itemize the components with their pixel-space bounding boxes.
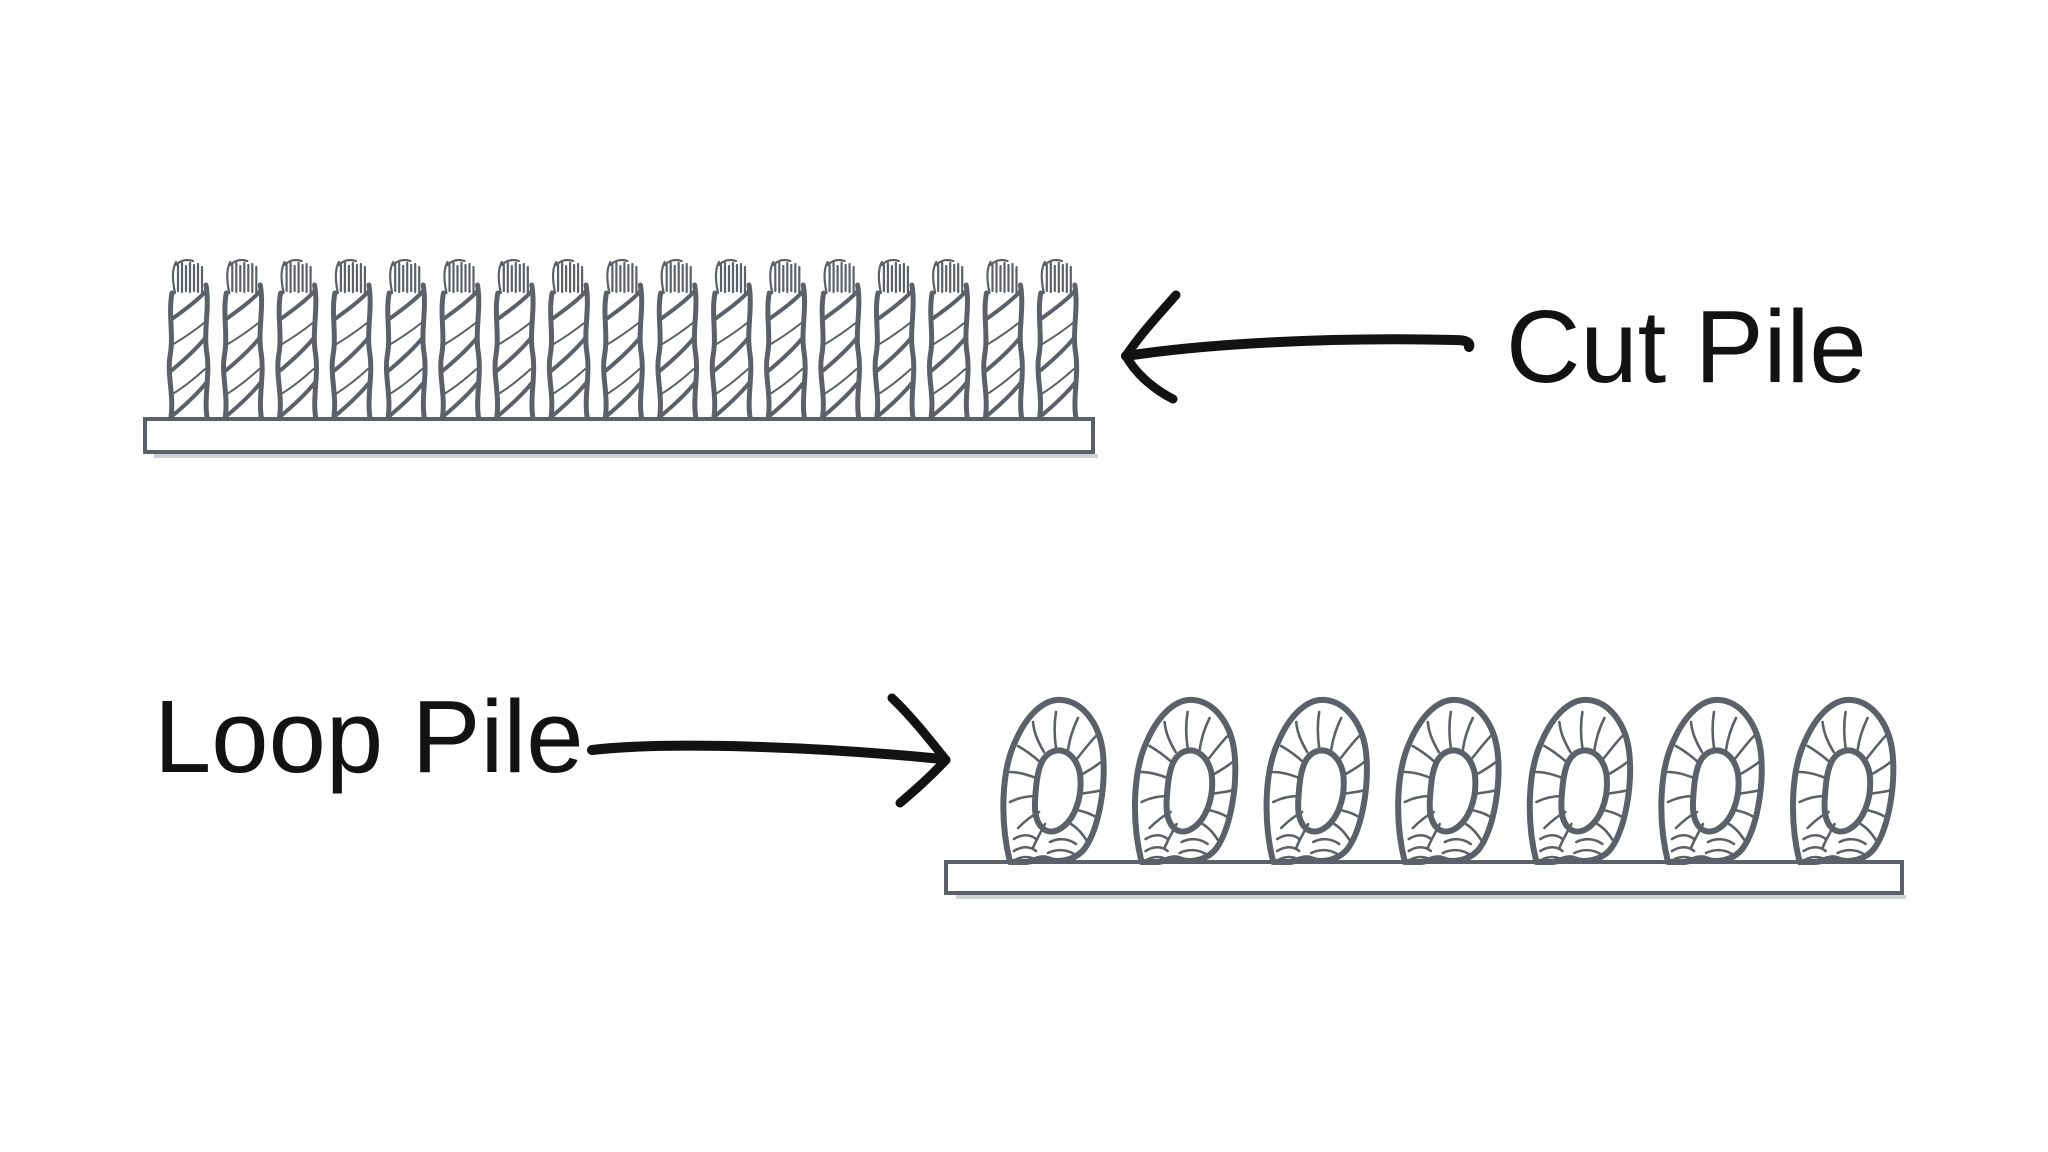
- cut-pile-base: [143, 417, 1095, 454]
- cut-pile-illustration: [143, 258, 1098, 458]
- cut-pile-label: Cut Pile: [1506, 289, 1867, 404]
- loop-pile-label: Loop Pile: [154, 679, 584, 794]
- loop-pile-base: [944, 860, 1904, 895]
- loop-pile-arrow-icon: [587, 693, 951, 808]
- loop-pile-illustration: [944, 684, 1906, 899]
- loop-pile-loops: [1003, 700, 1893, 862]
- cut-pile-tufts: [169, 260, 1076, 417]
- cut-pile-arrow-icon: [1121, 290, 1475, 404]
